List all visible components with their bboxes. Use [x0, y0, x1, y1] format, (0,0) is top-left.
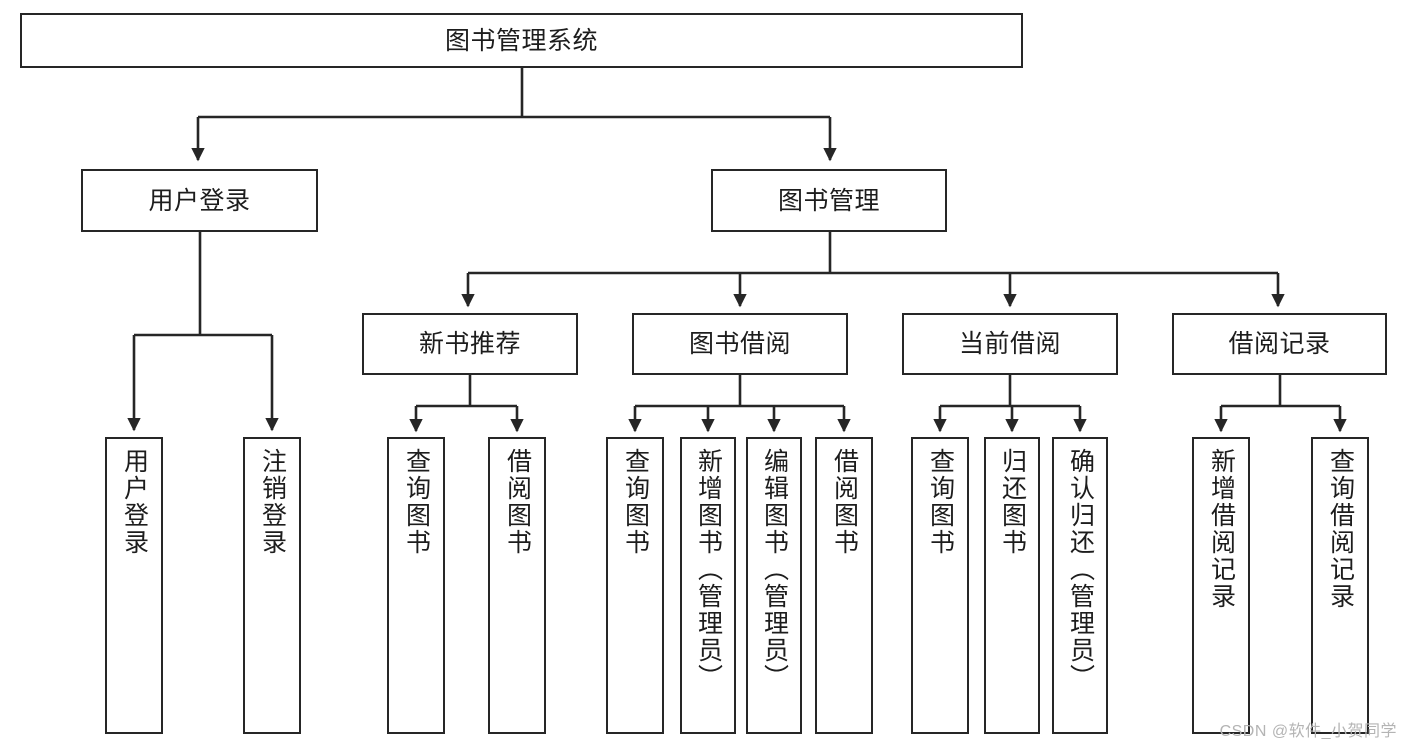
node-current-borrow-label: 当前借阅	[958, 330, 1061, 358]
node-new-book-recommend-label: 新书推荐	[418, 330, 521, 358]
node-leaf-confirm-return-label: 确认归还（管理员）	[1066, 448, 1095, 691]
node-leaf-logout-label: 注销登录	[258, 448, 287, 556]
node-leaf-return-book-label: 归还图书	[998, 448, 1027, 556]
node-leaf-borrow-book-2-label: 借阅图书	[830, 448, 859, 556]
node-leaf-add-record-label: 新增借阅记录	[1207, 448, 1236, 610]
node-leaf-add-book-label: 新增图书（管理员）	[694, 448, 723, 691]
node-leaf-edit-book[interactable]: 编辑图书（管理员）	[746, 437, 802, 734]
node-leaf-query-book-1[interactable]: 查询图书	[387, 437, 445, 734]
node-leaf-query-record[interactable]: 查询借阅记录	[1311, 437, 1369, 734]
node-leaf-logout[interactable]: 注销登录	[243, 437, 301, 734]
node-book-manage-label: 图书管理	[777, 186, 880, 215]
node-leaf-add-record[interactable]: 新增借阅记录	[1192, 437, 1250, 734]
node-book-borrow[interactable]: 图书借阅	[632, 313, 848, 375]
node-leaf-query-book-3-label: 查询图书	[926, 448, 955, 556]
node-user-login[interactable]: 用户登录	[81, 169, 318, 232]
node-leaf-query-book-2-label: 查询图书	[621, 448, 650, 556]
node-root[interactable]: 图书管理系统	[20, 13, 1023, 68]
node-leaf-return-book[interactable]: 归还图书	[984, 437, 1040, 734]
watermark: CSDN @软件_小贺同学	[1219, 723, 1397, 740]
node-book-borrow-label: 图书借阅	[688, 330, 791, 358]
node-leaf-add-book[interactable]: 新增图书（管理员）	[680, 437, 736, 734]
node-leaf-confirm-return[interactable]: 确认归还（管理员）	[1052, 437, 1108, 734]
node-borrow-record-label: 借阅记录	[1228, 330, 1331, 358]
node-borrow-record[interactable]: 借阅记录	[1172, 313, 1387, 375]
node-book-manage[interactable]: 图书管理	[711, 169, 947, 232]
node-leaf-user-login-label: 用户登录	[120, 448, 149, 556]
node-leaf-borrow-book-1[interactable]: 借阅图书	[488, 437, 546, 734]
node-leaf-borrow-book-1-label: 借阅图书	[503, 448, 532, 556]
node-current-borrow[interactable]: 当前借阅	[902, 313, 1118, 375]
node-leaf-query-book-3[interactable]: 查询图书	[911, 437, 969, 734]
node-root-label: 图书管理系统	[444, 26, 598, 55]
node-leaf-edit-book-label: 编辑图书（管理员）	[760, 448, 789, 691]
node-leaf-query-record-label: 查询借阅记录	[1326, 448, 1355, 610]
node-leaf-borrow-book-2[interactable]: 借阅图书	[815, 437, 873, 734]
node-leaf-user-login[interactable]: 用户登录	[105, 437, 163, 734]
node-leaf-query-book-1-label: 查询图书	[402, 448, 431, 556]
node-leaf-query-book-2[interactable]: 查询图书	[606, 437, 664, 734]
node-user-login-label: 用户登录	[148, 186, 251, 215]
node-new-book-recommend[interactable]: 新书推荐	[362, 313, 578, 375]
